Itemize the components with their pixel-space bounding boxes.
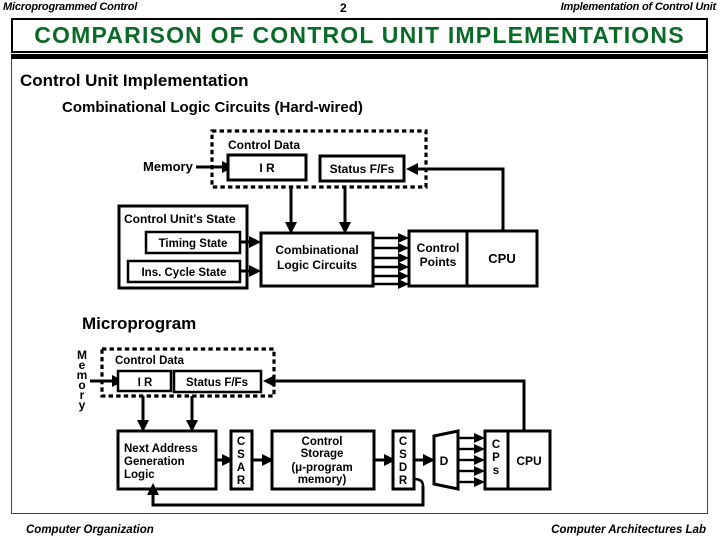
ir-to-nagl-arrowhead [137, 420, 149, 432]
control-data-dotted-box-micro [100, 347, 276, 398]
control-data-dotted-box [210, 129, 428, 189]
control-storage-to-csdr-arrowhead [384, 454, 396, 466]
cpu-label-hardwired: CPU [488, 251, 515, 266]
status-ffs-box [318, 154, 406, 183]
svg-text:r: r [80, 388, 85, 402]
svg-text:y: y [79, 398, 86, 412]
ins-cycle-state-label: Ins. Cycle State [141, 267, 226, 279]
control-data-label: Control Data [228, 138, 300, 152]
footer-right-text: Computer Architectures Lab [551, 524, 706, 536]
svg-text:m: m [77, 368, 88, 382]
csdr-to-nagl-feedback-line [151, 486, 425, 507]
nagl-label-line1: Next Address [124, 443, 198, 455]
control-storage-line3: (μ-program [291, 462, 352, 474]
csdr-to-nagl-arrowhead [147, 483, 159, 495]
svg-text:R: R [237, 475, 246, 487]
csdr-to-decoder-arrowhead [423, 454, 435, 466]
memory-vertical-label: M e m o r y [77, 348, 88, 412]
decoder-label: D [440, 454, 449, 468]
cpu-to-status-feedback-line [418, 167, 505, 233]
title-underbar [11, 54, 708, 59]
svg-text:P: P [492, 452, 500, 464]
cps-label: C P s [492, 439, 500, 477]
svg-text:e: e [79, 358, 86, 372]
control-data-label-micro: Control Data [115, 355, 185, 367]
cpu-to-status-arrowhead-micro [263, 375, 275, 387]
control-points-label-line2: Points [420, 255, 457, 269]
cpu-box-hardwired [465, 229, 539, 288]
clc-label-line1: Combinational [275, 243, 358, 257]
control-points-box [407, 229, 469, 288]
cpu-to-status-arrowhead [406, 163, 418, 175]
status-ffs-label: Status F/Fs [330, 162, 395, 176]
decoder-arrow-bus [458, 433, 485, 487]
control-storage-line1: Control [302, 436, 343, 448]
ir-label: I R [259, 161, 275, 175]
next-address-generation-logic-box [116, 429, 218, 491]
status-ffs-label-micro: Status F/Fs [186, 377, 248, 389]
csdr-branch-bracket [413, 477, 425, 487]
cpu-label-micro: CPU [516, 454, 541, 468]
ir-box [226, 153, 308, 182]
cpu-to-status-feedback-line-micro [275, 379, 526, 434]
svg-text:M: M [77, 348, 87, 362]
header-page-number: 2 [340, 1, 347, 15]
nagl-to-csar-arrowhead [222, 454, 234, 466]
header-right-text: Implementation of Control Unit [560, 1, 717, 13]
csar-label: C S A R [237, 436, 246, 487]
timing-state-arrowhead [249, 236, 261, 248]
control-unit-state-label: Control Unit's State [124, 212, 236, 226]
section-heading-control-unit-implementation: Control Unit Implementation [20, 71, 249, 90]
svg-text:S: S [237, 449, 245, 461]
control-points-label-line1: Control [417, 241, 460, 255]
svg-text:C: C [237, 436, 245, 448]
page-title: COMPARISON OF CONTROL UNIT IMPLEMENTATIO… [34, 22, 685, 48]
slide-body-frame [11, 59, 708, 514]
ir-label-micro: I R [138, 377, 153, 389]
csdr-label: C S D R [399, 436, 408, 487]
microprogram-diagram: M e m o r y Control Data I R Status F/Fs [77, 347, 552, 507]
timing-state-label: Timing State [159, 238, 228, 250]
subheading-microprogram: Microprogram [82, 314, 197, 333]
header-left-text: Microprogrammed Control [3, 1, 138, 13]
control-storage-line4: memory) [298, 474, 347, 486]
svg-text:o: o [78, 378, 85, 392]
svg-text:s: s [493, 465, 499, 477]
csar-to-control-storage-arrowhead [262, 454, 274, 466]
cpu-box-micro [506, 429, 552, 491]
ir-to-clc-arrowhead [285, 222, 297, 234]
combinational-logic-circuits-box [259, 231, 375, 288]
control-storage-line2: Storage [301, 448, 344, 460]
status-to-clc-arrowhead [339, 222, 351, 234]
svg-text:S: S [399, 449, 407, 461]
svg-text:A: A [237, 462, 245, 474]
subheading-hardwired: Combinational Logic Circuits (Hard-wired… [62, 99, 363, 116]
ir-box-micro [116, 369, 173, 393]
clc-label-line2: Logic Circuits [277, 258, 357, 272]
ins-cycle-state-arrowhead [249, 265, 261, 277]
memory-label: Memory [143, 159, 194, 174]
footer-left-text: Computer Organization [26, 524, 154, 536]
nagl-label-line3: Logic [124, 469, 155, 481]
status-to-nagl-arrowhead [186, 420, 198, 432]
control-point-arrow-bus [373, 233, 409, 289]
status-ffs-box-micro [172, 369, 263, 394]
slide-title-box: COMPARISON OF CONTROL UNIT IMPLEMENTATIO… [11, 18, 708, 53]
hardwired-diagram: Control Data Memory I R Status F/Fs Cont… [117, 129, 539, 290]
svg-text:C: C [492, 439, 500, 451]
svg-text:D: D [399, 462, 407, 474]
svg-text:C: C [399, 436, 407, 448]
decoder-trapezoid [432, 429, 460, 491]
nagl-label-line2: Generation [124, 456, 185, 468]
svg-text:R: R [399, 475, 408, 487]
slide-header: Microprogrammed Control 2 Implementation… [0, 0, 720, 17]
